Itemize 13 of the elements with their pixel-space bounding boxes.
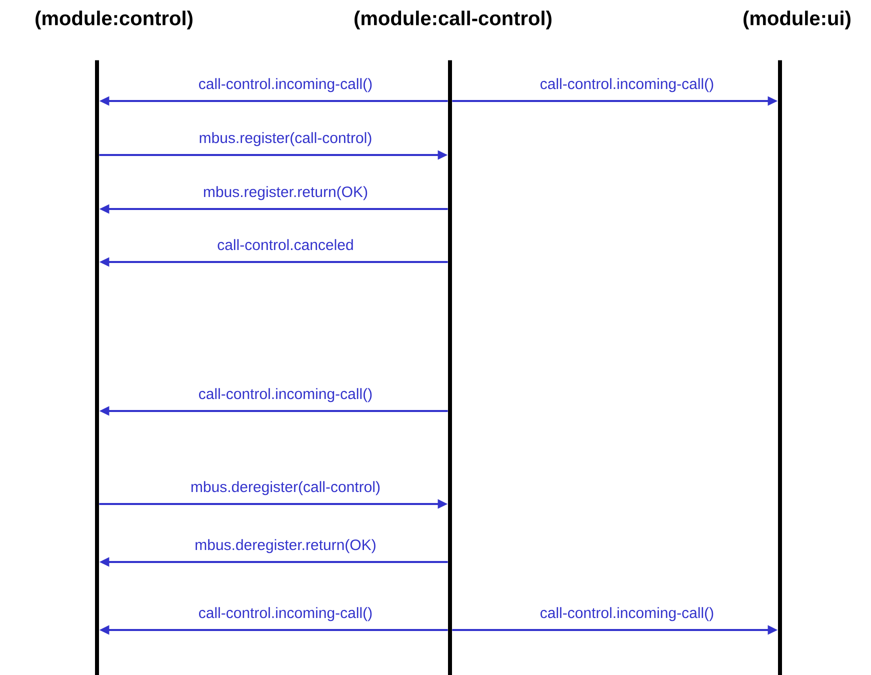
message-label: call-control.incoming-call(): [199, 78, 372, 92]
lifeline-header: (module:ui): [744, 10, 850, 30]
message-label: call-control.incoming-call(): [199, 607, 372, 622]
lifeline-header: (module:control): [36, 10, 192, 30]
message-label: mbus.deregister.return(OK): [196, 539, 376, 554]
message-label: mbus.register(call-control): [200, 132, 372, 146]
message-label: call-control.incoming-call(): [199, 388, 372, 402]
message-label: call-control.canceled: [218, 239, 353, 250]
message-label: mbus.register.return(OK): [204, 186, 368, 200]
message-label: mbus.deregister(call-control): [191, 481, 380, 496]
message-label: call-control.incoming-call(): [540, 607, 714, 622]
message-label: call-control.incoming-call(): [540, 78, 714, 92]
lifeline-header: (module:call-control): [354, 10, 552, 30]
